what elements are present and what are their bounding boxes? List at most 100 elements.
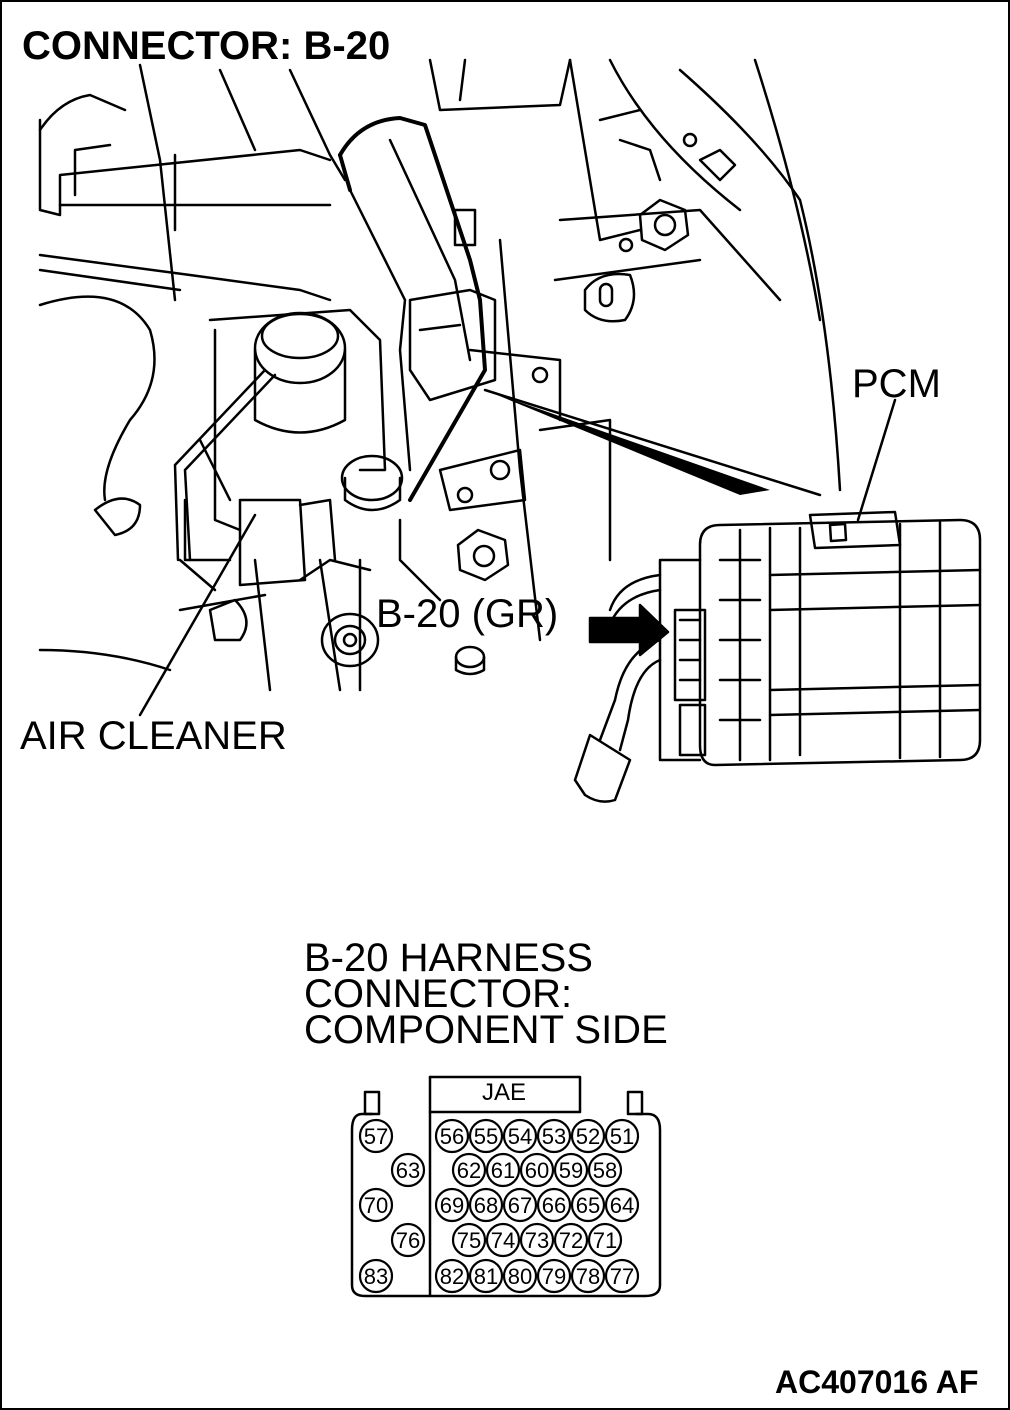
pin-outline <box>553 1152 589 1188</box>
bolts <box>320 132 698 676</box>
pin-60: 60 <box>519 1152 555 1188</box>
pin-70: 70 <box>358 1187 394 1223</box>
pin-outline <box>468 1187 504 1223</box>
pin-number: 65 <box>576 1193 600 1218</box>
pin-outline <box>434 1118 470 1154</box>
pin-number: 58 <box>593 1158 617 1183</box>
pin-number: 76 <box>396 1228 420 1253</box>
pin-64: 64 <box>604 1187 640 1223</box>
connector-arrow <box>588 603 670 657</box>
pin-outline <box>434 1187 470 1223</box>
pin-number: 66 <box>542 1193 566 1218</box>
pin-69: 69 <box>434 1187 470 1223</box>
pin-outline <box>468 1118 504 1154</box>
pin-number: 72 <box>559 1228 583 1253</box>
pin-outline <box>358 1118 394 1154</box>
pin-51: 51 <box>604 1118 640 1154</box>
pin-58: 58 <box>587 1152 623 1188</box>
wiring-harness <box>338 116 487 502</box>
pin-75: 75 <box>451 1222 487 1258</box>
pin-57: 57 <box>358 1118 394 1154</box>
pin-number: 64 <box>610 1193 634 1218</box>
pin-outline <box>358 1187 394 1223</box>
pin-outline <box>502 1258 538 1294</box>
harness-caption: B-20 HARNESS CONNECTOR: COMPONENT SIDE <box>304 936 668 1052</box>
pin-number: 78 <box>576 1264 600 1289</box>
pin-outline <box>468 1258 504 1294</box>
pin-outline <box>604 1118 640 1154</box>
air-cleaner <box>173 308 404 587</box>
pin-number: 81 <box>474 1264 498 1289</box>
pin-outline <box>451 1222 487 1258</box>
pin-number: 73 <box>525 1228 549 1253</box>
pin-62: 62 <box>451 1152 487 1188</box>
pin-number: 67 <box>508 1193 532 1218</box>
pin-outline <box>604 1258 640 1294</box>
pin-number: 62 <box>457 1158 481 1183</box>
pin-72: 72 <box>553 1222 589 1258</box>
pin-outline <box>570 1118 606 1154</box>
pin-number: 74 <box>491 1228 515 1253</box>
figure-id: AC407016 AF <box>775 1364 979 1400</box>
pin-number: 70 <box>364 1193 388 1218</box>
pin-73: 73 <box>519 1222 555 1258</box>
pin-number: 80 <box>508 1264 532 1289</box>
pin-number: 79 <box>542 1264 566 1289</box>
pin-74: 74 <box>485 1222 521 1258</box>
pin-outline <box>502 1187 538 1223</box>
pin-53: 53 <box>536 1118 572 1154</box>
pin-number: 82 <box>440 1264 464 1289</box>
pin-67: 67 <box>502 1187 538 1223</box>
pin-outline <box>536 1258 572 1294</box>
pin-outline <box>519 1152 555 1188</box>
diagram-title: CONNECTOR: B-20 <box>22 24 391 68</box>
pcm-leader <box>483 388 897 522</box>
pcm-unit <box>658 510 982 767</box>
pin-outline <box>451 1152 487 1188</box>
air-cleaner-label: AIR CLEANER <box>20 714 287 758</box>
pin-68: 68 <box>468 1187 504 1223</box>
pin-number: 71 <box>593 1228 617 1253</box>
pin-outline <box>485 1222 521 1258</box>
pin-outline <box>536 1187 572 1223</box>
pin-number: 59 <box>559 1158 583 1183</box>
pin-83: 83 <box>358 1258 394 1294</box>
pin-outline <box>536 1118 572 1154</box>
pin-59: 59 <box>553 1152 589 1188</box>
harness-caption-line3: COMPONENT SIDE <box>304 1008 668 1052</box>
pin-number: 55 <box>474 1124 498 1149</box>
pin-outline <box>390 1152 426 1188</box>
pin-outline <box>604 1187 640 1223</box>
pin-outline <box>434 1258 470 1294</box>
pin-54: 54 <box>502 1118 538 1154</box>
harness-connector <box>350 1075 662 1298</box>
pin-number: 54 <box>508 1124 532 1149</box>
pin-number: 51 <box>610 1124 634 1149</box>
pin-number: 57 <box>364 1124 388 1149</box>
pin-80: 80 <box>502 1258 538 1294</box>
pin-78: 78 <box>570 1258 606 1294</box>
harness-caption-line1: B-20 HARNESS <box>304 936 593 980</box>
pin-52: 52 <box>570 1118 606 1154</box>
air-cleaner-leader <box>138 513 257 717</box>
pin-65: 65 <box>570 1187 606 1223</box>
pin-63: 63 <box>390 1152 426 1188</box>
pin-outline <box>570 1258 606 1294</box>
pin-77: 77 <box>604 1258 640 1294</box>
engine-bay-outline <box>38 58 842 692</box>
pin-outline <box>570 1187 606 1223</box>
pin-number: 56 <box>440 1124 464 1149</box>
pin-76: 76 <box>390 1222 426 1258</box>
pin-number: 60 <box>525 1158 549 1183</box>
pcm-label: PCM <box>852 362 941 406</box>
pin-outline <box>390 1222 426 1258</box>
pin-56: 56 <box>434 1118 470 1154</box>
pin-61: 61 <box>485 1152 521 1188</box>
harness-caption-line2: CONNECTOR: <box>304 972 573 1016</box>
pin-number: 77 <box>610 1264 634 1289</box>
pin-outline <box>587 1152 623 1188</box>
pin-outline <box>519 1222 555 1258</box>
pin-outline <box>485 1152 521 1188</box>
